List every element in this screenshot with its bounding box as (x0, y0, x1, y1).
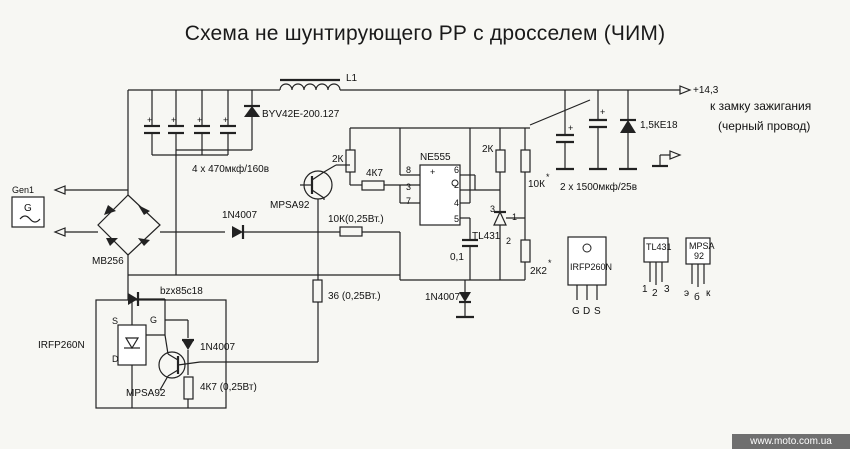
pk-e: э (684, 288, 689, 299)
pk-k: к (706, 288, 711, 299)
capacitor-bank-470uf: + + + + 4 х 470мкф/160в (144, 90, 269, 275)
pin-3: 3 (406, 182, 411, 192)
byv-label: BYV42E-200.127 (262, 109, 340, 120)
pk-mpsa-1: MPSA (689, 241, 715, 251)
inductor-l1: L1 (279, 73, 358, 91)
svg-text:+: + (223, 115, 228, 125)
tvs-label: 1,5КЕ18 (640, 120, 678, 131)
svg-text:+: + (197, 115, 202, 125)
ignition-label-2: (черный провод) (718, 119, 810, 133)
bzx-label: bzx85c18 (160, 286, 203, 297)
mpsa92-top-label: MPSA92 (270, 200, 310, 211)
ic-ne555: NE555 8 + 6 3 2 7 4 5 (406, 128, 500, 240)
tvs-diode-1-5ke18: 1,5КЕ18 (619, 118, 678, 171)
pk-b: б (694, 291, 700, 303)
output-capacitors: + + 2 х 1500мкф/25в (529, 90, 637, 193)
feedback-network: 2К 10К * 2К2 * 3 1 2 TL431 0,1 (399, 128, 552, 292)
r2k-right-label: 2К (482, 144, 494, 155)
package-mpsa92: MPSA 92 э б к (684, 237, 715, 303)
tl-pin-1: 1 (512, 212, 517, 222)
mb256-label: MB256 (92, 256, 124, 267)
gen-g-label: G (24, 203, 32, 214)
mosfet-pin-d: D (112, 354, 119, 364)
resistor-10k: 10К(0,25Вт.) (328, 214, 400, 237)
output-labels: +14,3 к замку зажигания (черный провод) (652, 85, 811, 168)
mpsa92-bot-label: MPSA92 (126, 388, 166, 399)
c01-label: 0,1 (450, 252, 464, 263)
gen1-label: Gen1 (12, 185, 34, 195)
pk-g: G (572, 306, 580, 317)
r2k2-star-label: 2К2 (530, 266, 547, 277)
top-rail (127, 85, 692, 195)
caps4-label: 4 х 470мкф/160в (192, 163, 269, 175)
irfp-label: IRFP260N (38, 340, 85, 351)
mosfet-pin-s: S (112, 316, 118, 326)
pin-8: 8 (406, 165, 411, 175)
r10k-star-label: 10К (528, 179, 545, 190)
pk-tl-3: 3 (664, 284, 670, 295)
diode-byv42e: BYV42E-200.127 (176, 90, 340, 151)
generator-gen1: Gen1 G (11, 185, 45, 228)
pk-tl431-label: TL431 (646, 242, 672, 252)
r36-label: 36 (0,25Вт.) (328, 291, 381, 302)
pk-tl-2: 2 (652, 288, 658, 299)
r2k-left-label: 2К (332, 154, 344, 165)
d1n4007-mid-label: 1N4007 (222, 210, 257, 221)
pin-7: 7 (406, 196, 411, 206)
pin-plus: + (430, 167, 435, 177)
resistor-36: 36 (0,25Вт.) (200, 279, 381, 363)
pin-6: 6 (454, 165, 459, 175)
svg-text:+: + (147, 115, 152, 125)
diode-1n4007-bottom: 1N4007 (425, 292, 474, 319)
pk-d: D (583, 306, 590, 317)
ignition-label-1: к замку зажигания (710, 99, 811, 113)
vout-label: +14,3 (693, 85, 719, 96)
package-tl431: TL431 1 2 3 (642, 237, 672, 299)
pin-5: 5 (454, 214, 459, 224)
pk-mpsa-2: 92 (694, 251, 704, 261)
watermark-label: www.moto.com.ua (732, 434, 850, 449)
r4k7-label: 4К7 (366, 168, 383, 179)
pk-irfp-label: IRFP260N (570, 262, 612, 272)
svg-text:+: + (600, 107, 605, 117)
mosfet-pin-g: G (150, 315, 157, 325)
star-1: * (546, 172, 550, 182)
pk-s: S (594, 306, 601, 317)
package-irfp260n: IRFP260N G D S (567, 236, 612, 317)
pin-4: 4 (454, 198, 459, 208)
d1n4007-bot-label: 1N4007 (425, 292, 460, 303)
d1n4007-gate-label: 1N4007 (200, 342, 235, 353)
r4k7-bot-label: 4К7 (0,25Вт) (200, 382, 257, 393)
svg-text:+: + (568, 123, 573, 133)
tl431-label: TL431 (472, 231, 501, 242)
transistor-mpsa92-top: MPSA92 (270, 164, 350, 280)
pk-tl-1: 1 (642, 284, 648, 295)
tl-pin-3: 3 (490, 204, 495, 214)
l1-label: L1 (346, 73, 358, 84)
diagram-title: Схема не шунтирующего РР с дросселем (ЧИ… (184, 22, 666, 45)
rectifier-bridge-mb256: MB256 (53, 185, 400, 276)
r10k-label: 10К(0,25Вт.) (328, 214, 384, 225)
star-2: * (548, 258, 552, 268)
diode-1n4007-mid: 1N4007 (222, 210, 340, 239)
caps2-label: 2 х 1500мкф/25в (560, 181, 637, 193)
power-section: bzx85c18 S G D IRFP260N 1N4007 (38, 275, 257, 409)
ne555-label: NE555 (420, 152, 451, 163)
svg-text:+: + (171, 115, 176, 125)
tl-pin-2: 2 (506, 236, 511, 246)
